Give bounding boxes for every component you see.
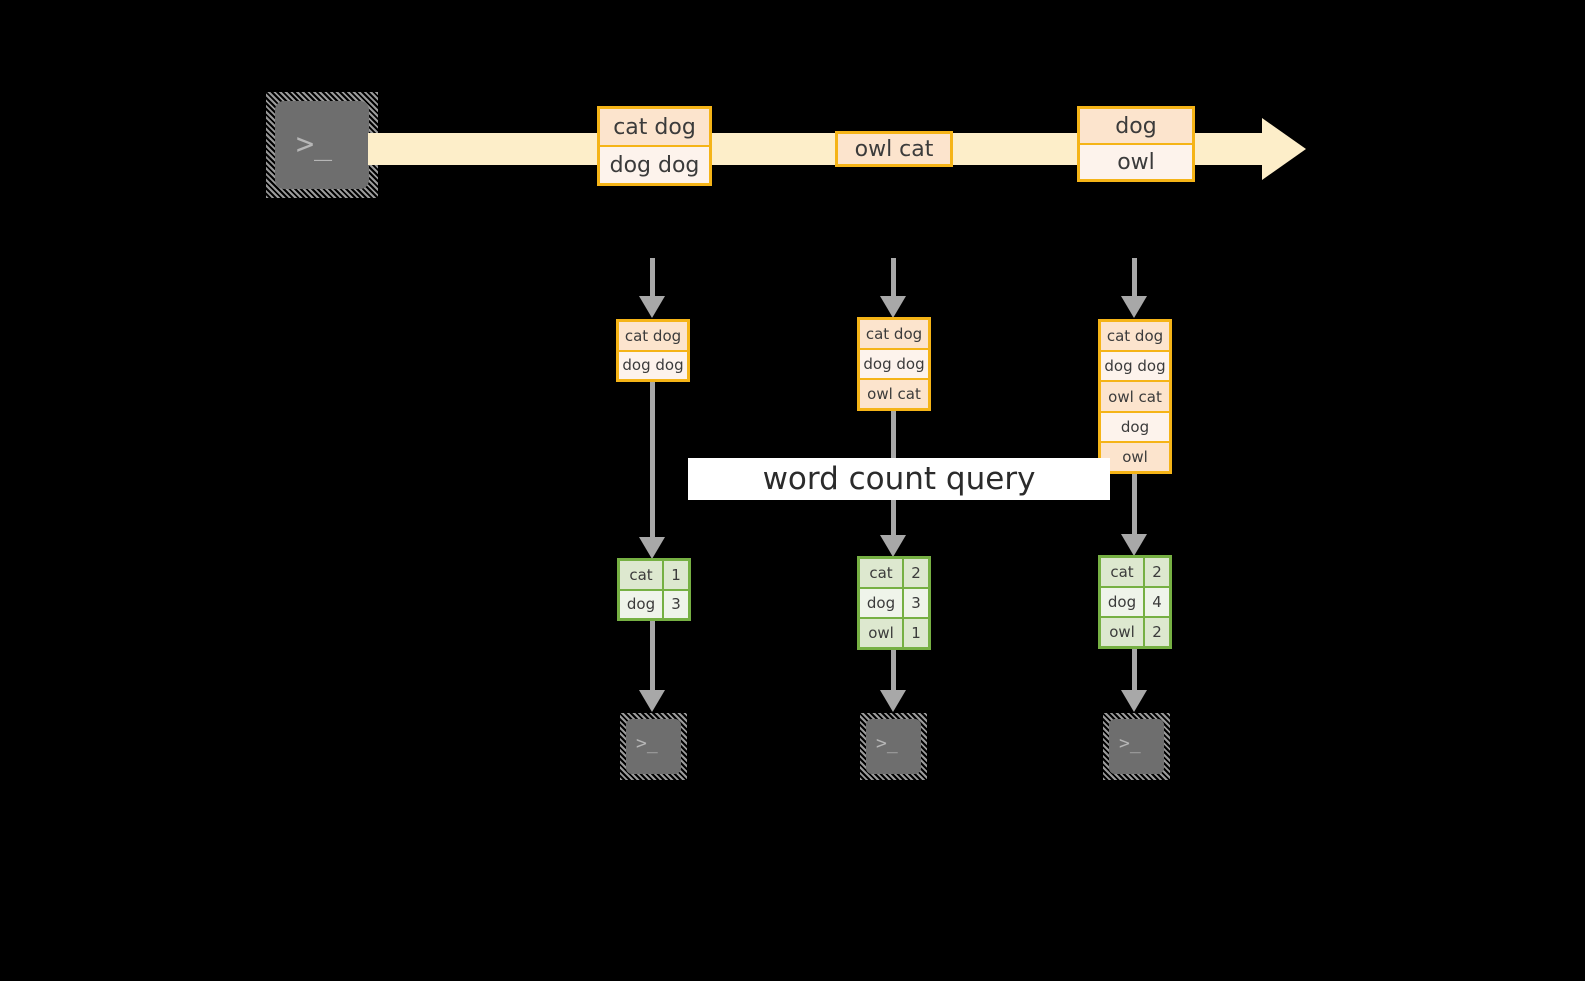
result-table-col1[interactable]: cat 1 dog 3: [617, 558, 691, 621]
result-word: cat: [1101, 558, 1145, 586]
event-line: owl: [1080, 145, 1192, 179]
sink-flow-arrowhead-col1: [639, 690, 665, 712]
query-band: word count query: [688, 458, 1110, 500]
table-row: owl 2: [1101, 618, 1169, 646]
result-table-col3[interactable]: cat 2 dog 4 owl 2: [1098, 555, 1172, 649]
terminal-body: [866, 719, 921, 774]
terminal-prompt-glyph: >_: [296, 127, 333, 162]
sink-terminal-icon-col2: >_: [860, 713, 927, 780]
snapshot-box-col3[interactable]: cat dog dog dog owl cat dog owl: [1098, 319, 1172, 474]
query-flow-arrowhead-col3: [1121, 534, 1147, 556]
query-flow-line-col3: [1132, 474, 1137, 538]
snapshot-trigger-arrowhead-2: [880, 296, 906, 318]
snapshot-line: dog dog: [1101, 352, 1169, 383]
query-flow-arrowhead-col2: [880, 535, 906, 557]
result-count: 2: [1145, 618, 1169, 646]
snapshot-trigger-line-2: [891, 258, 896, 300]
snapshot-trigger-line-3: [1132, 258, 1137, 300]
result-word: dog: [860, 589, 904, 617]
event-line: dog: [1080, 109, 1192, 145]
sink-flow-line-col2: [891, 650, 896, 693]
terminal-prompt-glyph: >_: [1119, 733, 1141, 754]
table-row: dog 3: [620, 590, 688, 618]
query-flow-arrowhead-col1: [639, 537, 665, 559]
snapshot-line: dog dog: [619, 351, 687, 379]
snapshot-box-col1[interactable]: cat dog dog dog: [616, 319, 690, 382]
table-row: dog 4: [1101, 588, 1169, 618]
result-count: 2: [1145, 558, 1169, 586]
snapshot-line: owl cat: [860, 380, 928, 408]
result-count: 3: [904, 589, 928, 617]
sink-flow-line-col1: [650, 621, 655, 693]
snapshot-trigger-arrowhead-1: [639, 296, 665, 318]
snapshot-line: dog: [1101, 412, 1169, 443]
stream-event-2[interactable]: owl cat: [835, 131, 953, 167]
event-line: dog dog: [600, 147, 709, 183]
snapshot-line: dog dog: [860, 350, 928, 380]
result-word: cat: [620, 561, 664, 589]
query-label: word count query: [762, 461, 1036, 497]
event-line: cat dog: [600, 109, 709, 147]
snapshot-trigger-line-1: [650, 258, 655, 300]
sink-flow-arrowhead-col2: [880, 690, 906, 712]
query-flow-line-col1: [650, 382, 655, 540]
result-word: dog: [1101, 588, 1145, 616]
table-row: owl 1: [860, 619, 928, 647]
result-count: 3: [664, 590, 688, 618]
result-count: 1: [904, 619, 928, 647]
snapshot-line: cat dog: [619, 322, 687, 352]
event-line: owl cat: [838, 134, 950, 164]
sink-flow-line-col3: [1132, 649, 1137, 693]
snapshot-box-col2[interactable]: cat dog dog dog owl cat: [857, 317, 931, 411]
stream-event-3[interactable]: dog owl: [1077, 106, 1195, 182]
sink-flow-arrowhead-col3: [1121, 690, 1147, 712]
terminal-body: [1109, 719, 1164, 774]
table-row: cat 2: [860, 559, 928, 589]
result-word: owl: [860, 619, 904, 647]
table-row: dog 3: [860, 589, 928, 619]
result-count: 4: [1145, 588, 1169, 616]
result-table-col2[interactable]: cat 2 dog 3 owl 1: [857, 556, 931, 650]
sink-terminal-icon-col1: >_: [620, 713, 687, 780]
terminal-prompt-glyph: >_: [636, 733, 658, 754]
table-row: cat 2: [1101, 558, 1169, 588]
source-terminal-icon: >_: [266, 92, 378, 198]
snapshot-line: owl cat: [1101, 382, 1169, 413]
result-count: 2: [904, 559, 928, 587]
snapshot-line: cat dog: [860, 320, 928, 350]
event-stream-arrowhead: [1262, 118, 1306, 180]
result-word: owl: [1101, 618, 1145, 646]
snapshot-line: owl: [1101, 442, 1169, 471]
stream-event-1[interactable]: cat dog dog dog: [597, 106, 712, 186]
table-row: cat 1: [620, 561, 688, 591]
snapshot-trigger-arrowhead-3: [1121, 296, 1147, 318]
terminal-prompt-glyph: >_: [876, 733, 898, 754]
snapshot-line: cat dog: [1101, 322, 1169, 353]
result-count: 1: [664, 561, 688, 589]
result-word: dog: [620, 590, 664, 618]
result-word: cat: [860, 559, 904, 587]
terminal-body: [626, 719, 681, 774]
terminal-body: [275, 101, 369, 189]
sink-terminal-icon-col3: >_: [1103, 713, 1170, 780]
